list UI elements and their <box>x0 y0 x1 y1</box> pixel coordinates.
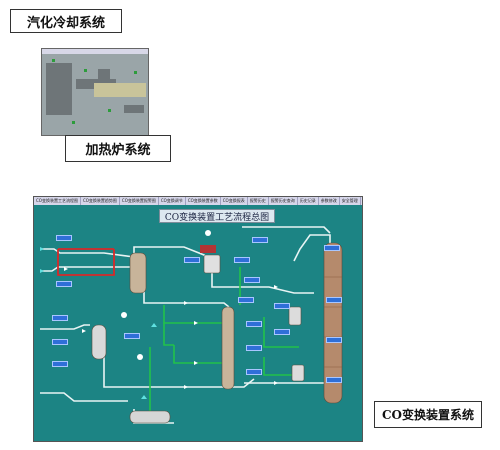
readout-box[interactable] <box>184 257 200 263</box>
valve-icon[interactable] <box>82 329 86 333</box>
thumbnail-furnace <box>94 83 146 97</box>
thumbnail-block <box>46 63 72 115</box>
arrow-up-icon <box>151 323 157 327</box>
menu-item-trend[interactable]: CO变换装置趋势图 <box>81 197 120 205</box>
arrow-right-icon <box>40 269 44 273</box>
menu-item-history[interactable]: 历史记录 <box>298 197 319 205</box>
pipe <box>163 323 174 346</box>
flow-arrows <box>40 247 157 399</box>
arrow-right-icon <box>40 247 44 251</box>
readout-box[interactable] <box>52 339 68 345</box>
caption-heater-system: 加热炉系统 <box>65 135 171 162</box>
pipe <box>163 305 224 324</box>
vessel-shift-tower <box>323 242 343 404</box>
pump-icon[interactable] <box>205 230 211 236</box>
readout-box[interactable] <box>56 281 72 287</box>
readout-box[interactable] <box>324 245 340 251</box>
thumbnail-indicator <box>108 109 111 112</box>
readout-box[interactable] <box>252 237 268 243</box>
readout-box[interactable] <box>124 333 140 339</box>
menu-item-params[interactable]: CO变换装置参数 <box>186 197 221 205</box>
arrow-up-icon <box>141 395 147 399</box>
pipe <box>40 324 90 330</box>
vessel-small-tank <box>291 364 305 382</box>
pipe <box>242 226 331 234</box>
readout-box[interactable] <box>246 321 262 327</box>
menu-item-alarm-history[interactable]: 报警历史 <box>248 197 269 205</box>
readout-box[interactable] <box>244 277 260 283</box>
readout-box[interactable] <box>246 369 262 375</box>
readout-box[interactable] <box>326 377 342 383</box>
valve-icon[interactable] <box>274 381 278 385</box>
flow-chart-title: CO变换装置工艺流程总图 <box>159 209 275 223</box>
co-flow-screen: CO变换装置工艺流程图 CO变换装置趋势图 CO变换装置报警图 CO变换调节 C… <box>33 196 363 442</box>
readout-box[interactable] <box>238 297 254 303</box>
menu-item-adjust[interactable]: CO变换调节 <box>159 197 186 205</box>
pipe <box>40 266 134 272</box>
readout-box[interactable] <box>234 257 250 263</box>
pump-icon[interactable] <box>137 354 143 360</box>
co-screen-menubar: CO变换装置工艺流程图 CO变换装置趋势图 CO变换装置报警图 CO变换调节 C… <box>34 197 362 205</box>
heater-system-thumbnail <box>41 48 149 136</box>
thumbnail-indicator <box>84 69 87 72</box>
menu-item-safety[interactable]: 安全管理 <box>340 197 361 205</box>
menu-item-report[interactable]: CO变换报表 <box>221 197 248 205</box>
readout-box[interactable] <box>326 337 342 343</box>
valve-icon[interactable] <box>184 301 188 305</box>
caption-co-shift-system: CO变换装置系统 <box>374 401 482 428</box>
readout-box[interactable] <box>274 303 290 309</box>
thumbnail-indicator <box>134 71 137 74</box>
readout-box[interactable] <box>52 361 68 367</box>
pipe <box>57 249 115 276</box>
valves <box>64 230 278 389</box>
pipe <box>40 392 128 402</box>
readout-box[interactable] <box>246 345 262 351</box>
pipe <box>293 234 331 262</box>
caption-vaporization-cooling: 汽化冷却系统 <box>10 9 122 33</box>
thumbnail-menubar <box>42 49 148 54</box>
menu-item-alarm[interactable]: CO变换装置报警图 <box>120 197 159 205</box>
pipe <box>173 345 224 364</box>
pump-icon[interactable] <box>121 312 127 318</box>
readout-box[interactable] <box>52 315 68 321</box>
vessel-horizontal <box>129 410 171 424</box>
readout-box[interactable] <box>56 235 72 241</box>
pipe <box>211 267 314 294</box>
menu-item-flow[interactable]: CO变换装置工艺流程图 <box>34 197 81 205</box>
red-loop <box>57 248 115 276</box>
pipe <box>263 317 299 348</box>
vessels <box>91 242 343 424</box>
pipe <box>263 357 304 376</box>
vessel-separator <box>203 254 221 274</box>
pipe <box>40 248 135 258</box>
menu-item-alarm-query[interactable]: 报警历史查询 <box>269 197 298 205</box>
vessel-absorber <box>221 306 235 390</box>
process-flow-diagram <box>40 226 343 424</box>
readout-box[interactable] <box>326 297 342 303</box>
vessel-heat-exchanger <box>91 324 107 360</box>
valve-icon[interactable] <box>64 267 68 271</box>
main-pipes <box>40 226 334 424</box>
readout-box[interactable] <box>274 329 290 335</box>
vessel-small-tank <box>288 306 302 326</box>
menu-item-param-edit[interactable]: 参数修改 <box>319 197 340 205</box>
valve-icon[interactable] <box>274 285 278 289</box>
valve-icon[interactable] <box>184 385 188 389</box>
thumbnail-block <box>124 105 144 113</box>
pipe <box>149 347 164 418</box>
valve-icon[interactable] <box>194 361 198 365</box>
reactor-top-icon <box>200 245 216 253</box>
thumbnail-indicator <box>52 59 55 62</box>
vessel-gas-tank <box>129 252 147 294</box>
thumbnail-block <box>98 69 110 83</box>
thumbnail-indicator <box>72 121 75 124</box>
valve-icon[interactable] <box>194 321 198 325</box>
